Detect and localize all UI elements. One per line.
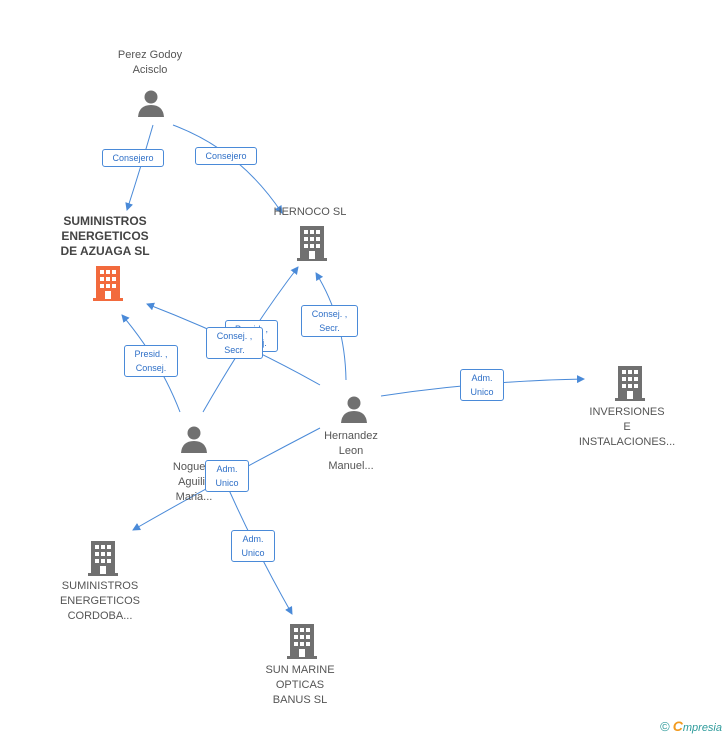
building-icon[interactable] bbox=[92, 265, 124, 301]
edge-role-badge[interactable]: Adm. Unico bbox=[205, 460, 249, 492]
person-node-perez-godoy[interactable]: Perez Godoy Acisclo bbox=[95, 48, 205, 78]
brand-initial: C bbox=[672, 718, 683, 734]
role-label: Presid. , bbox=[134, 349, 168, 359]
role-label: Consej. , bbox=[311, 309, 348, 319]
node-label: Leon bbox=[338, 445, 364, 457]
role-label: Adm. bbox=[471, 373, 493, 383]
role-label: Consej. bbox=[135, 363, 167, 373]
role-label: Consej. , bbox=[216, 331, 253, 341]
node-label: SUMINISTROS bbox=[63, 214, 147, 228]
role-label: Secr. bbox=[224, 345, 245, 355]
role-label: Unico bbox=[215, 478, 239, 488]
edge-role-badge[interactable]: Adm. Unico bbox=[460, 369, 504, 401]
person-icon[interactable] bbox=[180, 425, 208, 453]
copyright-symbol: © bbox=[660, 719, 670, 734]
edge-perez-to-hernoco bbox=[172, 124, 283, 214]
node-label: CORDOBA... bbox=[67, 610, 133, 622]
node-label: Manuel... bbox=[328, 460, 374, 472]
company-node-suministros-cordoba[interactable]: SUMINISTROS ENERGETICOS CORDOBA... bbox=[45, 579, 155, 624]
person-node-hernandez[interactable]: Hernandez Leon Manuel... bbox=[296, 429, 406, 474]
edge-role-badge[interactable]: Consej. , Secr. bbox=[301, 305, 358, 337]
node-label: Acisclo bbox=[132, 64, 168, 76]
node-label: Noguera bbox=[172, 461, 216, 473]
node-label: DE AZUAGA SL bbox=[60, 244, 150, 258]
node-label: SUMINISTROS bbox=[61, 580, 139, 592]
person-icon[interactable] bbox=[137, 89, 165, 117]
node-label: INSTALACIONES... bbox=[578, 436, 676, 448]
node-label: OPTICAS bbox=[275, 679, 325, 691]
company-node-suministros-azuaga[interactable]: SUMINISTROS ENERGETICOS DE AZUAGA SL bbox=[45, 214, 165, 259]
node-label: HERNOCO SL bbox=[273, 206, 347, 218]
role-label: Unico bbox=[241, 548, 265, 558]
brand-watermark: ©Cmpresia bbox=[660, 718, 722, 734]
role-label: Adm. bbox=[242, 534, 264, 544]
edge-perez-to-azuaga bbox=[125, 124, 154, 211]
node-label: SUN MARINE bbox=[265, 664, 335, 676]
role-label: Consejero bbox=[205, 151, 247, 161]
company-node-sun-marine[interactable]: SUN MARINE OPTICAS BANUS SL bbox=[245, 663, 355, 708]
person-icon[interactable] bbox=[340, 395, 368, 423]
building-icon[interactable] bbox=[286, 623, 318, 659]
role-label: Secr. bbox=[319, 323, 340, 333]
node-label: ENERGETICOS bbox=[59, 595, 141, 607]
building-icon[interactable] bbox=[296, 225, 328, 261]
node-label: ENERGETICOS bbox=[61, 229, 149, 243]
node-label: Aguilill bbox=[178, 476, 210, 488]
role-label: Consejero bbox=[112, 153, 154, 163]
edge-role-badge[interactable]: Consejero bbox=[102, 149, 164, 167]
node-label: Perez Godoy bbox=[117, 49, 183, 61]
brand-name: mpresia bbox=[682, 722, 722, 734]
role-label: Unico bbox=[470, 387, 494, 397]
edge-role-badge[interactable]: Consej. , Secr. bbox=[206, 327, 263, 359]
node-label: E bbox=[623, 421, 631, 433]
building-icon[interactable] bbox=[614, 365, 646, 401]
node-label: BANUS SL bbox=[272, 694, 328, 706]
person-node-noguera[interactable]: Noguera Aguilill Maria... bbox=[139, 460, 249, 505]
edge-role-badge[interactable]: Adm. Unico bbox=[231, 530, 275, 562]
node-label: Maria... bbox=[175, 491, 213, 503]
building-icon[interactable] bbox=[87, 540, 119, 576]
node-label: INVERSIONES bbox=[589, 406, 665, 418]
company-node-hernoco[interactable]: HERNOCO SL bbox=[255, 205, 365, 220]
edge-role-badge[interactable]: Consejero bbox=[195, 147, 257, 165]
node-label: Hernandez bbox=[324, 430, 378, 442]
role-label: Adm. bbox=[216, 464, 238, 474]
company-node-inversiones[interactable]: INVERSIONES E INSTALACIONES... bbox=[572, 405, 682, 450]
edge-role-badge[interactable]: Presid. , Consej. bbox=[124, 345, 178, 377]
